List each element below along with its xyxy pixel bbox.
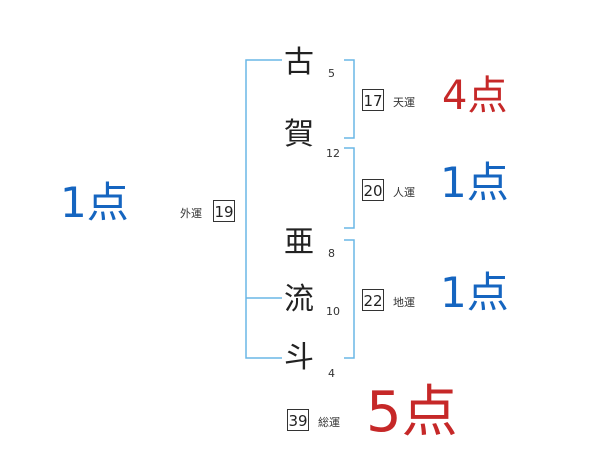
chikaku-value: 22 <box>362 289 384 311</box>
gaikaku-value: 19 <box>213 200 235 222</box>
stroke-count-3: 8 <box>328 247 335 260</box>
stroke-count-4: 10 <box>326 305 340 318</box>
jinkaku-value: 20 <box>362 179 384 201</box>
chikaku-bracket <box>344 239 355 359</box>
gaikaku-label: 外運 <box>180 207 202 220</box>
gaikaku-bracket <box>245 59 282 359</box>
jinkaku-score: 1点 <box>440 158 509 207</box>
stroke-count-2: 12 <box>326 147 340 160</box>
gaikaku-score: 1点 <box>60 178 129 227</box>
name-char-1: 古 <box>284 45 314 80</box>
tenkaku-score: 4点 <box>442 73 508 119</box>
name-char-3: 亜 <box>284 225 314 260</box>
tenkaku-value: 17 <box>362 89 384 111</box>
jinkaku-label: 人運 <box>393 186 415 199</box>
soukaku-score: 5点 <box>366 380 458 445</box>
soukaku-value: 39 <box>287 409 309 431</box>
chikaku-score: 1点 <box>440 268 509 317</box>
chikaku-label: 地運 <box>393 296 415 309</box>
jinkaku-bracket <box>344 147 355 229</box>
name-char-5: 斗 <box>284 340 314 375</box>
soukaku-label: 総運 <box>318 416 340 429</box>
name-char-2: 賀 <box>284 117 314 152</box>
name-char-4: 流 <box>284 282 314 317</box>
tenkaku-bracket <box>344 59 355 139</box>
stroke-count-5: 4 <box>328 367 335 380</box>
stroke-count-1: 5 <box>328 67 335 80</box>
tenkaku-label: 天運 <box>393 96 415 109</box>
